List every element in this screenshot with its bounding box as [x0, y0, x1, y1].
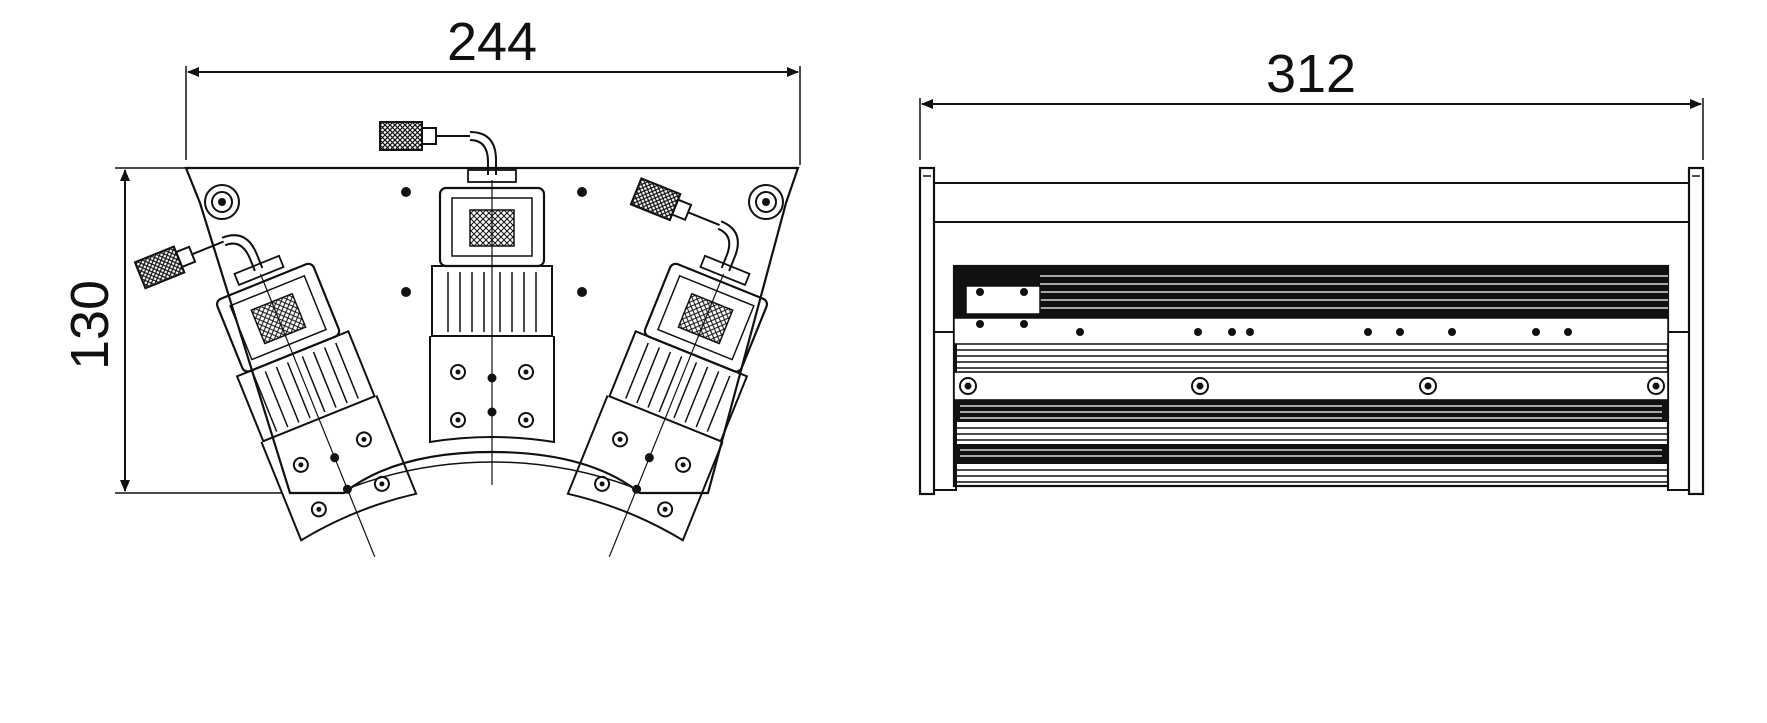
height-dimension-label: 130	[60, 280, 120, 370]
plate-screws	[401, 187, 587, 297]
lens-mount-screws	[959, 377, 1665, 395]
end-plate-left	[918, 166, 936, 496]
length-dimension: 312	[919, 44, 1704, 160]
height-dimension: 130	[60, 167, 282, 494]
side-view-screws	[976, 320, 1572, 336]
top-rail	[934, 182, 1689, 223]
length-dimension-label: 312	[1266, 44, 1356, 104]
front-view: 244 130	[60, 12, 804, 600]
light-module-right	[504, 177, 804, 582]
width-dimension: 244	[185, 12, 801, 165]
side-view: 312	[918, 44, 1705, 496]
light-module-left	[133, 195, 434, 600]
mounting-hole-right	[748, 184, 784, 220]
heatsink-body	[952, 264, 1670, 488]
width-dimension-label: 244	[447, 12, 537, 72]
end-plate-right	[1687, 166, 1705, 496]
light-module-center	[379, 121, 555, 485]
mounting-hole-left	[204, 184, 240, 220]
